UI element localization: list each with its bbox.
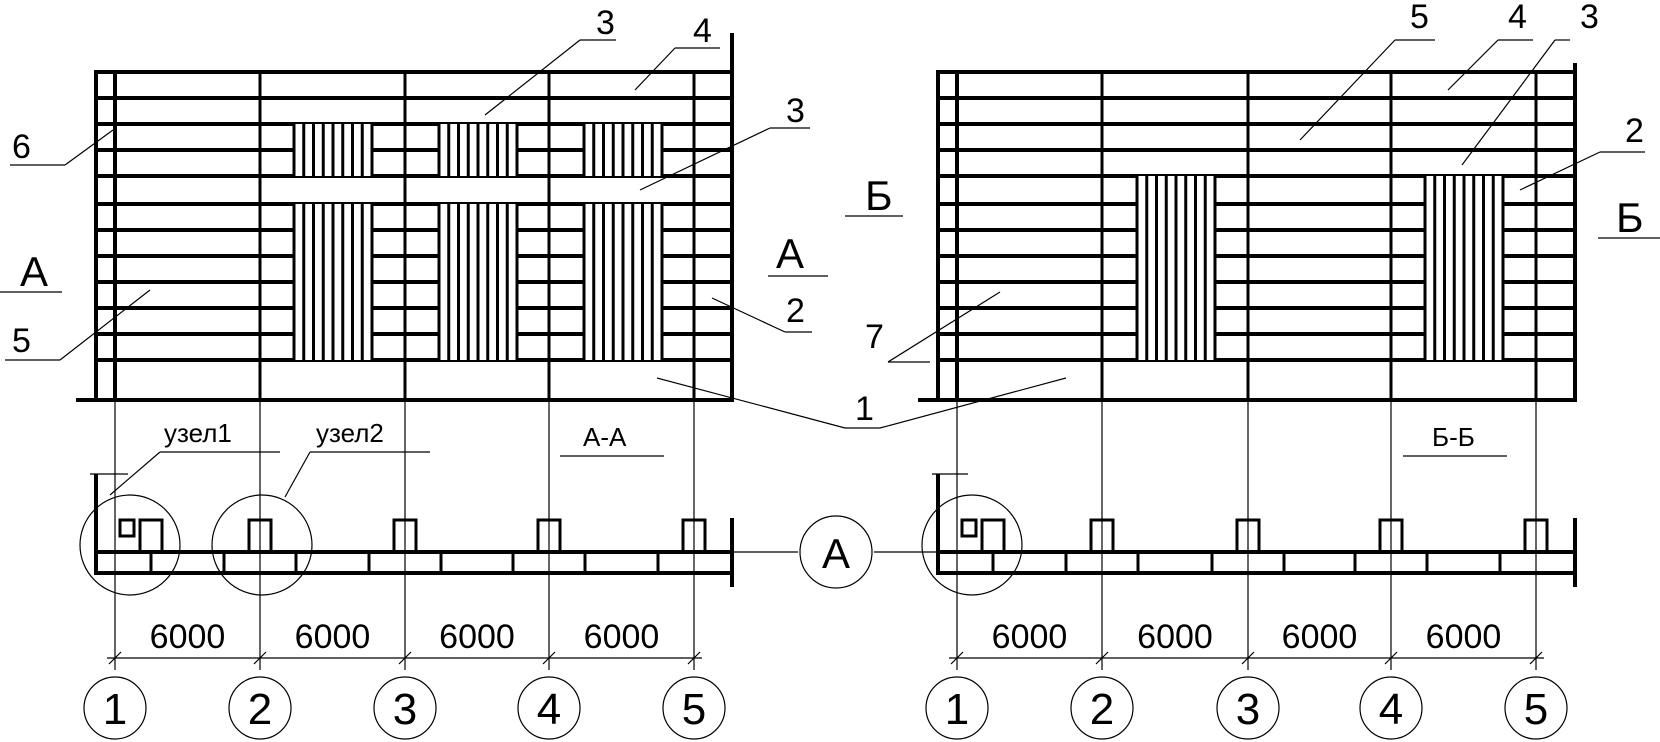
dim-tick (950, 651, 964, 665)
plan-section-a (79, 451, 734, 596)
dim-tick (1241, 651, 1255, 665)
column-post (1089, 518, 1115, 554)
axis-number: 4 (537, 685, 561, 734)
axis-bubble (373, 676, 437, 740)
callout-4: 4 (1508, 0, 1527, 36)
column-post (1378, 518, 1404, 554)
column-post (392, 518, 418, 554)
column-post (681, 518, 707, 554)
axis-bubble (925, 676, 989, 740)
axis-bubble (228, 676, 292, 740)
dim-tick (1529, 651, 1543, 665)
callout-5: 5 (12, 322, 31, 360)
dim-tick (398, 651, 412, 665)
axis-number: 2 (1090, 685, 1114, 734)
window-grilles (292, 124, 664, 360)
callout-leaders (845, 39, 1660, 363)
plan-section-b (921, 455, 1577, 596)
dim-tick (1384, 651, 1398, 665)
axis-bubble (517, 676, 581, 740)
axis-number: 5 (1524, 685, 1548, 734)
view-mark-left: Б (865, 172, 893, 219)
dim-tick (542, 651, 556, 665)
elevation-b: 5 4 3 2 7 Б Б Б-Б 6000 6000 6000 6000 1 2 3 4 5 (845, 0, 1660, 740)
span-dimension: 6000 (584, 618, 660, 656)
axis-bubbles: 1 2 3 4 5 (83, 676, 726, 740)
view-mark-left: А (20, 248, 48, 295)
section-marker (732, 515, 938, 589)
dim-tick (253, 651, 267, 665)
column-lines (113, 72, 696, 670)
callout-1-leader (656, 377, 1067, 429)
callout-6: 6 (12, 128, 31, 166)
section-title-a: А-А (583, 422, 627, 452)
column-post (1523, 518, 1549, 554)
axis-number: 1 (103, 685, 127, 734)
column-lines (955, 72, 1538, 670)
span-dimension: 6000 (295, 618, 371, 656)
axis-number: 5 (682, 685, 706, 734)
axis-number: 2 (248, 685, 272, 734)
axis-bubble (83, 676, 147, 740)
axis-number: 3 (1236, 685, 1260, 734)
dim-tick (1095, 651, 1109, 665)
axis-bubble (1070, 676, 1134, 740)
span-dimension: 6000 (992, 618, 1068, 656)
span-dimension: 6000 (439, 618, 515, 656)
axis-bubble (1359, 676, 1423, 740)
callout-4: 4 (693, 12, 712, 50)
column-post (1235, 518, 1261, 554)
window-grilles (1135, 176, 1505, 360)
axis-number: 1 (945, 685, 969, 734)
dimension-line: 6000 6000 6000 6000 (107, 618, 702, 665)
callout-3: 3 (1580, 0, 1599, 36)
callout-5: 5 (1410, 0, 1429, 36)
view-mark-right: Б (1616, 194, 1644, 241)
node-label-1: узел1 (164, 418, 232, 448)
dimension-line: 6000 6000 6000 6000 (949, 618, 1544, 665)
section-marker-letter: А (822, 530, 850, 577)
callout-7: 7 (865, 318, 884, 356)
span-dimension: 6000 (1282, 618, 1358, 656)
axis-bubble (662, 676, 726, 740)
callout-1: 1 (855, 390, 874, 428)
axis-bubble (1216, 676, 1280, 740)
axis-number: 3 (393, 685, 417, 734)
span-dimension: 6000 (1426, 618, 1502, 656)
span-dimension: 6000 (1137, 618, 1213, 656)
axis-bubble (1504, 676, 1568, 740)
elevation-a: 6 3 4 3 2 5 А А узел1 узел2 А-А 60 (0, 4, 828, 740)
span-dimension: 6000 (150, 618, 226, 656)
axis-number: 4 (1379, 685, 1403, 734)
dim-tick (687, 651, 701, 665)
callout-leaders (0, 39, 828, 361)
callout-2: 2 (1625, 112, 1644, 150)
view-mark-right: А (776, 230, 804, 277)
axis-bubbles: 1 2 3 4 5 (925, 676, 1568, 740)
section-title-b: Б-Б (1432, 422, 1475, 452)
column-post (247, 518, 273, 554)
callout-2: 2 (786, 292, 805, 330)
callout-3-mid: 3 (786, 92, 805, 130)
callout-3-top: 3 (596, 4, 615, 42)
dim-tick (108, 651, 122, 665)
column-post (536, 518, 562, 554)
node-label-2: узел2 (316, 418, 384, 448)
